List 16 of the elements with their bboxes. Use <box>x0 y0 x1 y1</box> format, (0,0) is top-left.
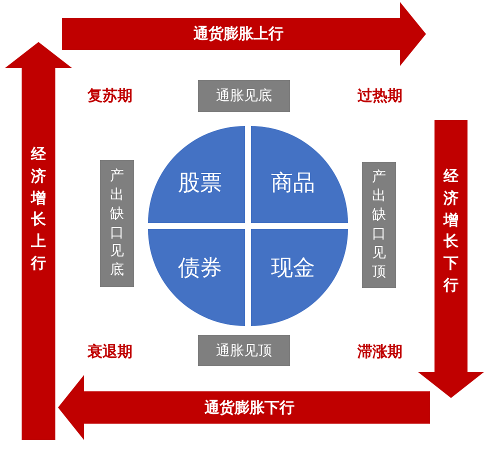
banner-label: 经济增长上行 <box>31 144 46 274</box>
banner-label: 通货膨胀上行 <box>194 24 284 44</box>
banner-label: 经济增长下行 <box>444 166 458 296</box>
asset-label: 股票 <box>178 170 222 198</box>
indicator-tag: 产出缺口见底 <box>100 160 134 287</box>
asset-label: 债券 <box>178 255 222 283</box>
banner-label: 通货膨胀下行 <box>204 398 294 417</box>
indicator-tag: 通胀见顶 <box>198 335 290 366</box>
asset-label: 商品 <box>271 170 315 198</box>
indicator-tag: 产出缺口见顶 <box>362 162 396 288</box>
asset-label: 现金 <box>271 255 315 283</box>
phase-label: 复苏期 <box>88 86 132 106</box>
phase-label: 过热期 <box>358 86 402 106</box>
phase-label: 滞涨期 <box>358 342 402 362</box>
phase-label: 衰退期 <box>88 342 132 362</box>
indicator-tag: 通胀见底 <box>198 80 290 112</box>
